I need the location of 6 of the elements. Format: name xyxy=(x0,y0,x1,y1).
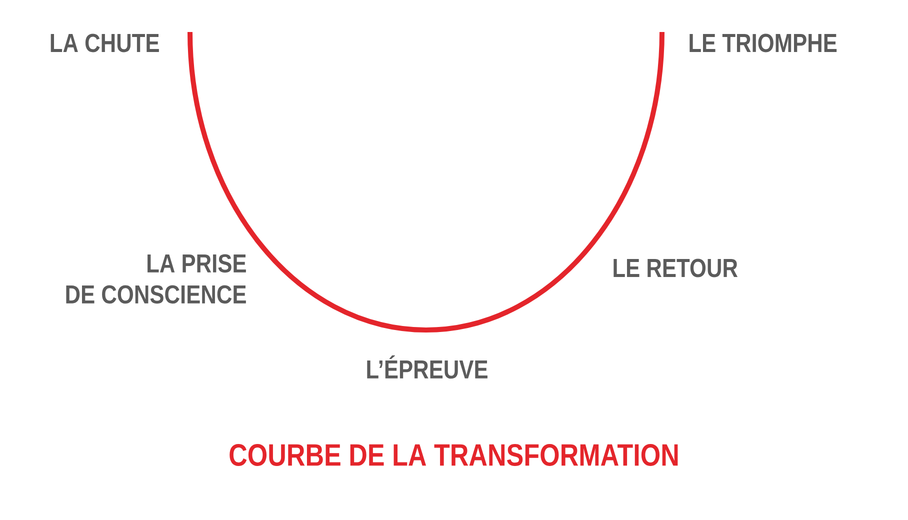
caption: COURBE DE LA TRANSFORMATION xyxy=(230,444,678,466)
stage-label: LA PRISE DE CONSCIENCE xyxy=(66,254,246,304)
stage-label: LE RETOUR xyxy=(614,258,738,278)
stage-label: LE TRIOMPHE xyxy=(690,34,837,52)
stage-label: L’ÉPREUVE xyxy=(367,355,488,379)
stage-label: LA CHUTE xyxy=(50,34,159,52)
